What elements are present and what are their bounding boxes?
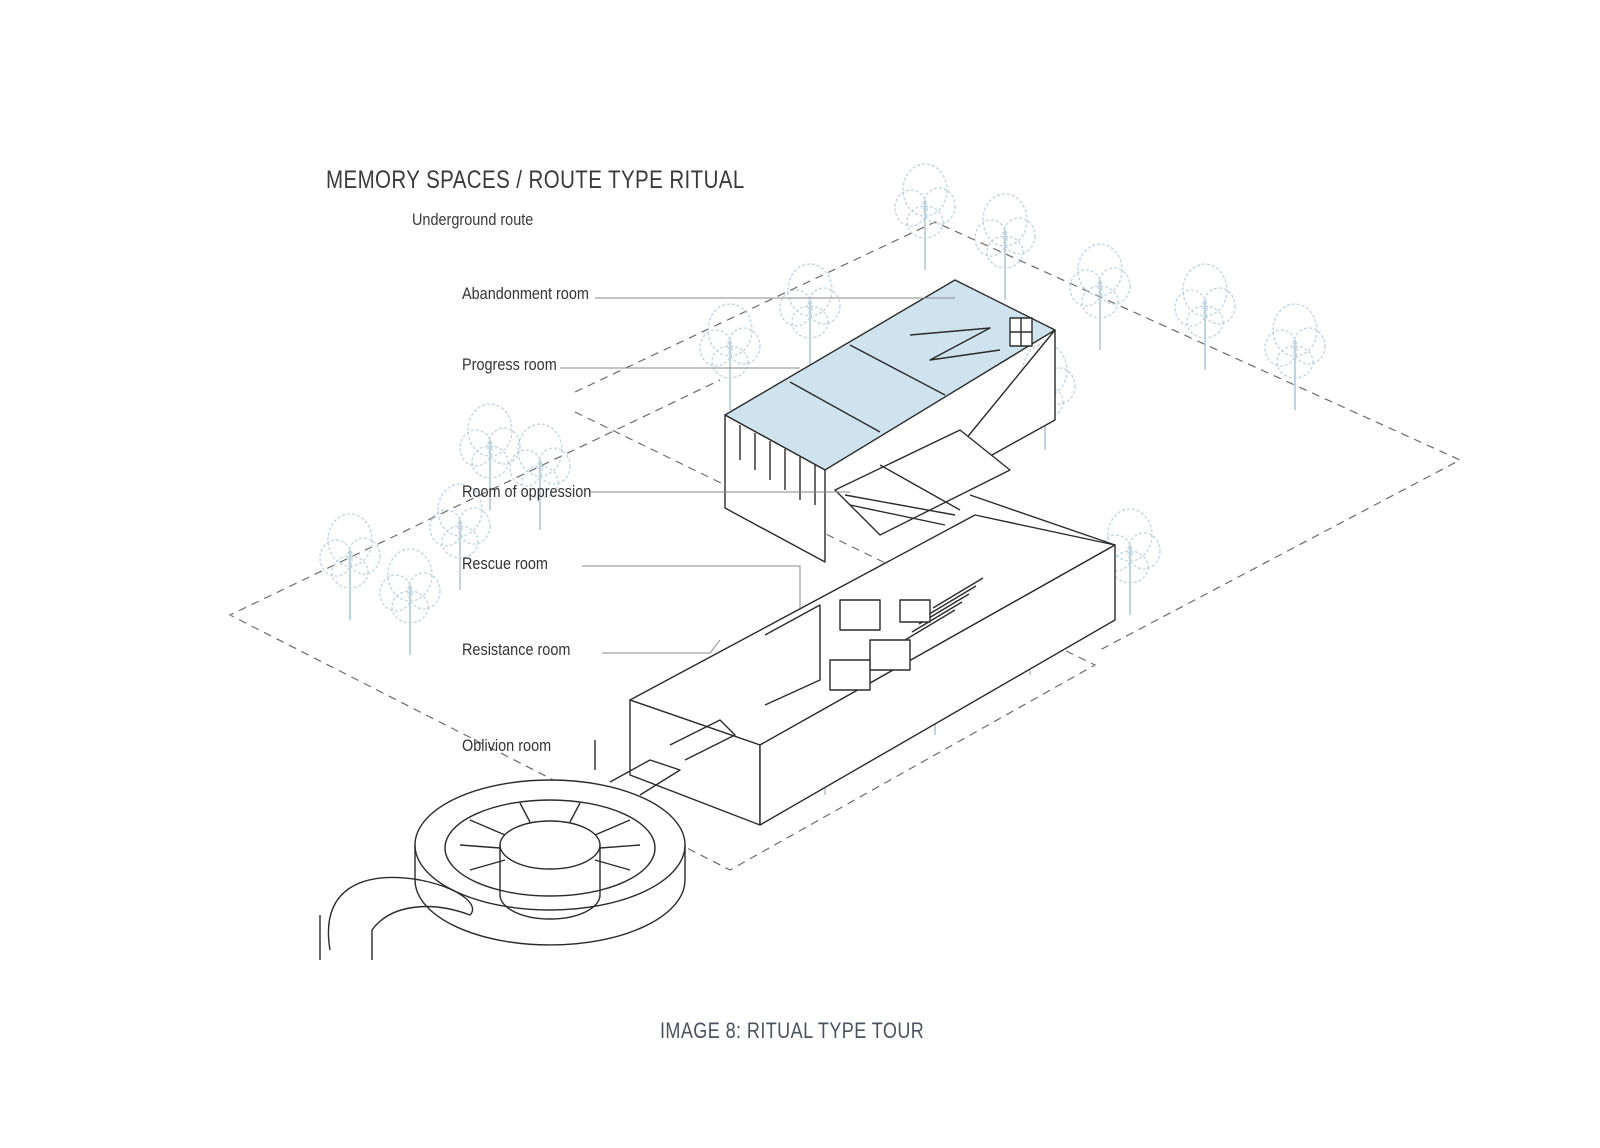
label-oblivion-room: Oblivion room	[462, 736, 552, 755]
stair-tread	[911, 601, 963, 633]
facade-fins	[739, 425, 816, 505]
tree-icon	[459, 403, 521, 510]
oppression-room-floor	[834, 429, 1011, 536]
rescue-room-block	[899, 599, 931, 623]
tree-icon	[1099, 508, 1161, 615]
tree-icon	[509, 423, 571, 530]
resistance-room-partition	[764, 604, 821, 706]
leader-rescue	[582, 565, 801, 608]
corridor-ramp	[669, 719, 736, 761]
oblivion-ring-inner	[444, 799, 656, 897]
corridor-block-right	[759, 544, 1116, 826]
page-title: MEMORY SPACES / ROUTE TYPE RITUAL	[326, 166, 745, 194]
label-resistance-room: Resistance room	[462, 640, 571, 659]
entry-ramp	[327, 876, 474, 960]
leader-lines	[560, 297, 955, 654]
site-boundary-upper	[574, 221, 1462, 651]
radial-wall	[599, 844, 641, 849]
seating-rows	[844, 464, 961, 526]
roof-divider	[789, 381, 881, 433]
stair-tread	[925, 585, 977, 617]
tree-icon	[1174, 263, 1236, 370]
rescue-room-block	[839, 599, 881, 631]
main-stair	[904, 577, 984, 641]
label-progress-room: Progress room	[462, 355, 557, 374]
tree-icon	[1069, 243, 1131, 350]
oblivion-core	[499, 845, 601, 920]
seating-row	[879, 464, 961, 511]
building-massing	[319, 279, 1116, 960]
tree-icon	[699, 303, 761, 410]
tree-icon	[894, 163, 956, 270]
label-abandonment-room: Abandonment room	[462, 284, 589, 303]
tree-icon	[974, 193, 1036, 300]
seating-row	[849, 504, 946, 526]
radial-wall	[469, 819, 506, 836]
radial-wall	[594, 859, 631, 871]
radial-wall	[594, 819, 631, 836]
rescue-room-block	[869, 639, 911, 671]
tree-icon	[1264, 303, 1326, 410]
leader-resistance	[602, 639, 721, 654]
label-room-of-oppression: Room of oppression	[462, 482, 592, 501]
roof-divider	[849, 344, 946, 396]
inner-ramp	[909, 327, 1001, 361]
label-rescue-room: Rescue room	[462, 554, 548, 573]
radial-wall	[459, 844, 501, 849]
seating-row	[844, 494, 956, 516]
tree-icon	[429, 483, 491, 590]
rescue-room-block	[829, 659, 871, 691]
tree-icon	[319, 513, 381, 620]
upper-block-front-wall	[724, 414, 826, 563]
radial-walls	[459, 802, 641, 871]
tree-icon	[779, 263, 841, 370]
radial-wall	[569, 802, 581, 823]
page-subtitle: Underground route	[412, 210, 534, 229]
connecting-ramp	[609, 759, 681, 796]
stair-tread	[904, 609, 956, 641]
stair-tread	[932, 577, 984, 609]
radial-wall	[519, 802, 531, 823]
tree-icon	[379, 548, 441, 655]
corridor-edge	[969, 494, 1116, 546]
figure-caption: IMAGE 8: RITUAL TYPE TOUR	[660, 1018, 925, 1043]
radial-wall	[469, 859, 506, 871]
